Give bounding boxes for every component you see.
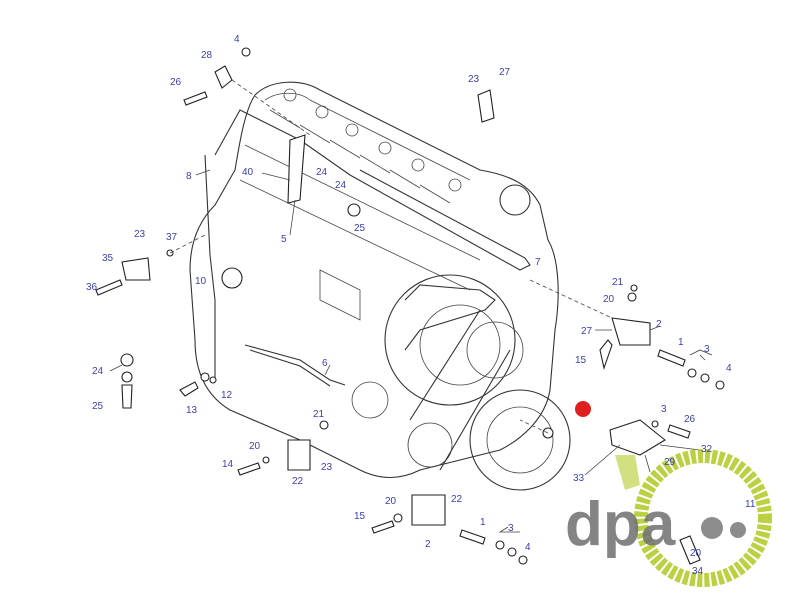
callout: 20 xyxy=(603,294,615,305)
callout: 21 xyxy=(612,277,624,288)
callout: 15 xyxy=(354,511,366,522)
leader-lines xyxy=(109,79,713,533)
callout: 4 xyxy=(726,363,732,374)
callout: 26 xyxy=(170,77,182,88)
parts xyxy=(95,47,725,565)
callout: 1 xyxy=(480,517,486,528)
callout: 3 xyxy=(508,523,514,534)
callout: 34 xyxy=(692,566,704,577)
callout: 4 xyxy=(234,34,240,45)
callout: 8 xyxy=(186,171,192,182)
callout: 23 xyxy=(134,229,146,240)
callout: 40 xyxy=(242,167,254,178)
callout: 10 xyxy=(195,276,207,287)
watermark-text: dpa xyxy=(565,490,676,559)
callout: 20 xyxy=(690,548,702,559)
callout: 4 xyxy=(525,542,531,553)
callout: 21 xyxy=(313,409,325,420)
callout: 32 xyxy=(701,444,713,455)
callout: 20 xyxy=(385,496,397,507)
callout: 29 xyxy=(664,457,676,468)
callout: 27 xyxy=(499,67,511,78)
callout: 27 xyxy=(581,326,593,337)
callout: 5 xyxy=(281,234,287,245)
callout: 25 xyxy=(354,223,366,234)
callout: 22 xyxy=(451,494,463,505)
engine-block xyxy=(189,81,571,491)
callout: 25 xyxy=(92,401,104,412)
highlight-marker xyxy=(575,401,591,417)
callout: 2 xyxy=(656,319,662,330)
callout: 36 xyxy=(86,282,98,293)
callout: 33 xyxy=(573,473,585,484)
callout: 20 xyxy=(249,441,261,452)
callout: 23 xyxy=(321,462,333,473)
callout: 2 xyxy=(425,539,431,550)
callout: 24 xyxy=(92,366,104,377)
callout: 22 xyxy=(292,476,304,487)
callout: 3 xyxy=(704,344,710,355)
callout: 1 xyxy=(678,337,684,348)
dpa-watermark-logo: dpa xyxy=(565,449,772,587)
callout: 15 xyxy=(575,355,587,366)
callout: 24 xyxy=(335,180,347,191)
callout: 3 xyxy=(661,404,667,415)
callout-labels: 4 28 26 23 27 8 40 24 24 5 25 23 37 35 1… xyxy=(86,34,756,577)
callout: 11 xyxy=(745,499,756,510)
callout: 35 xyxy=(102,253,114,264)
callout: 37 xyxy=(166,232,178,243)
callout: 6 xyxy=(322,358,328,369)
callout: 24 xyxy=(316,167,328,178)
callout: 12 xyxy=(221,390,233,401)
callout: 14 xyxy=(222,459,234,470)
callout: 7 xyxy=(535,257,541,268)
callout: 28 xyxy=(201,50,213,61)
callout: 23 xyxy=(468,74,480,85)
callout: 13 xyxy=(186,405,198,416)
callout: 26 xyxy=(684,414,696,425)
